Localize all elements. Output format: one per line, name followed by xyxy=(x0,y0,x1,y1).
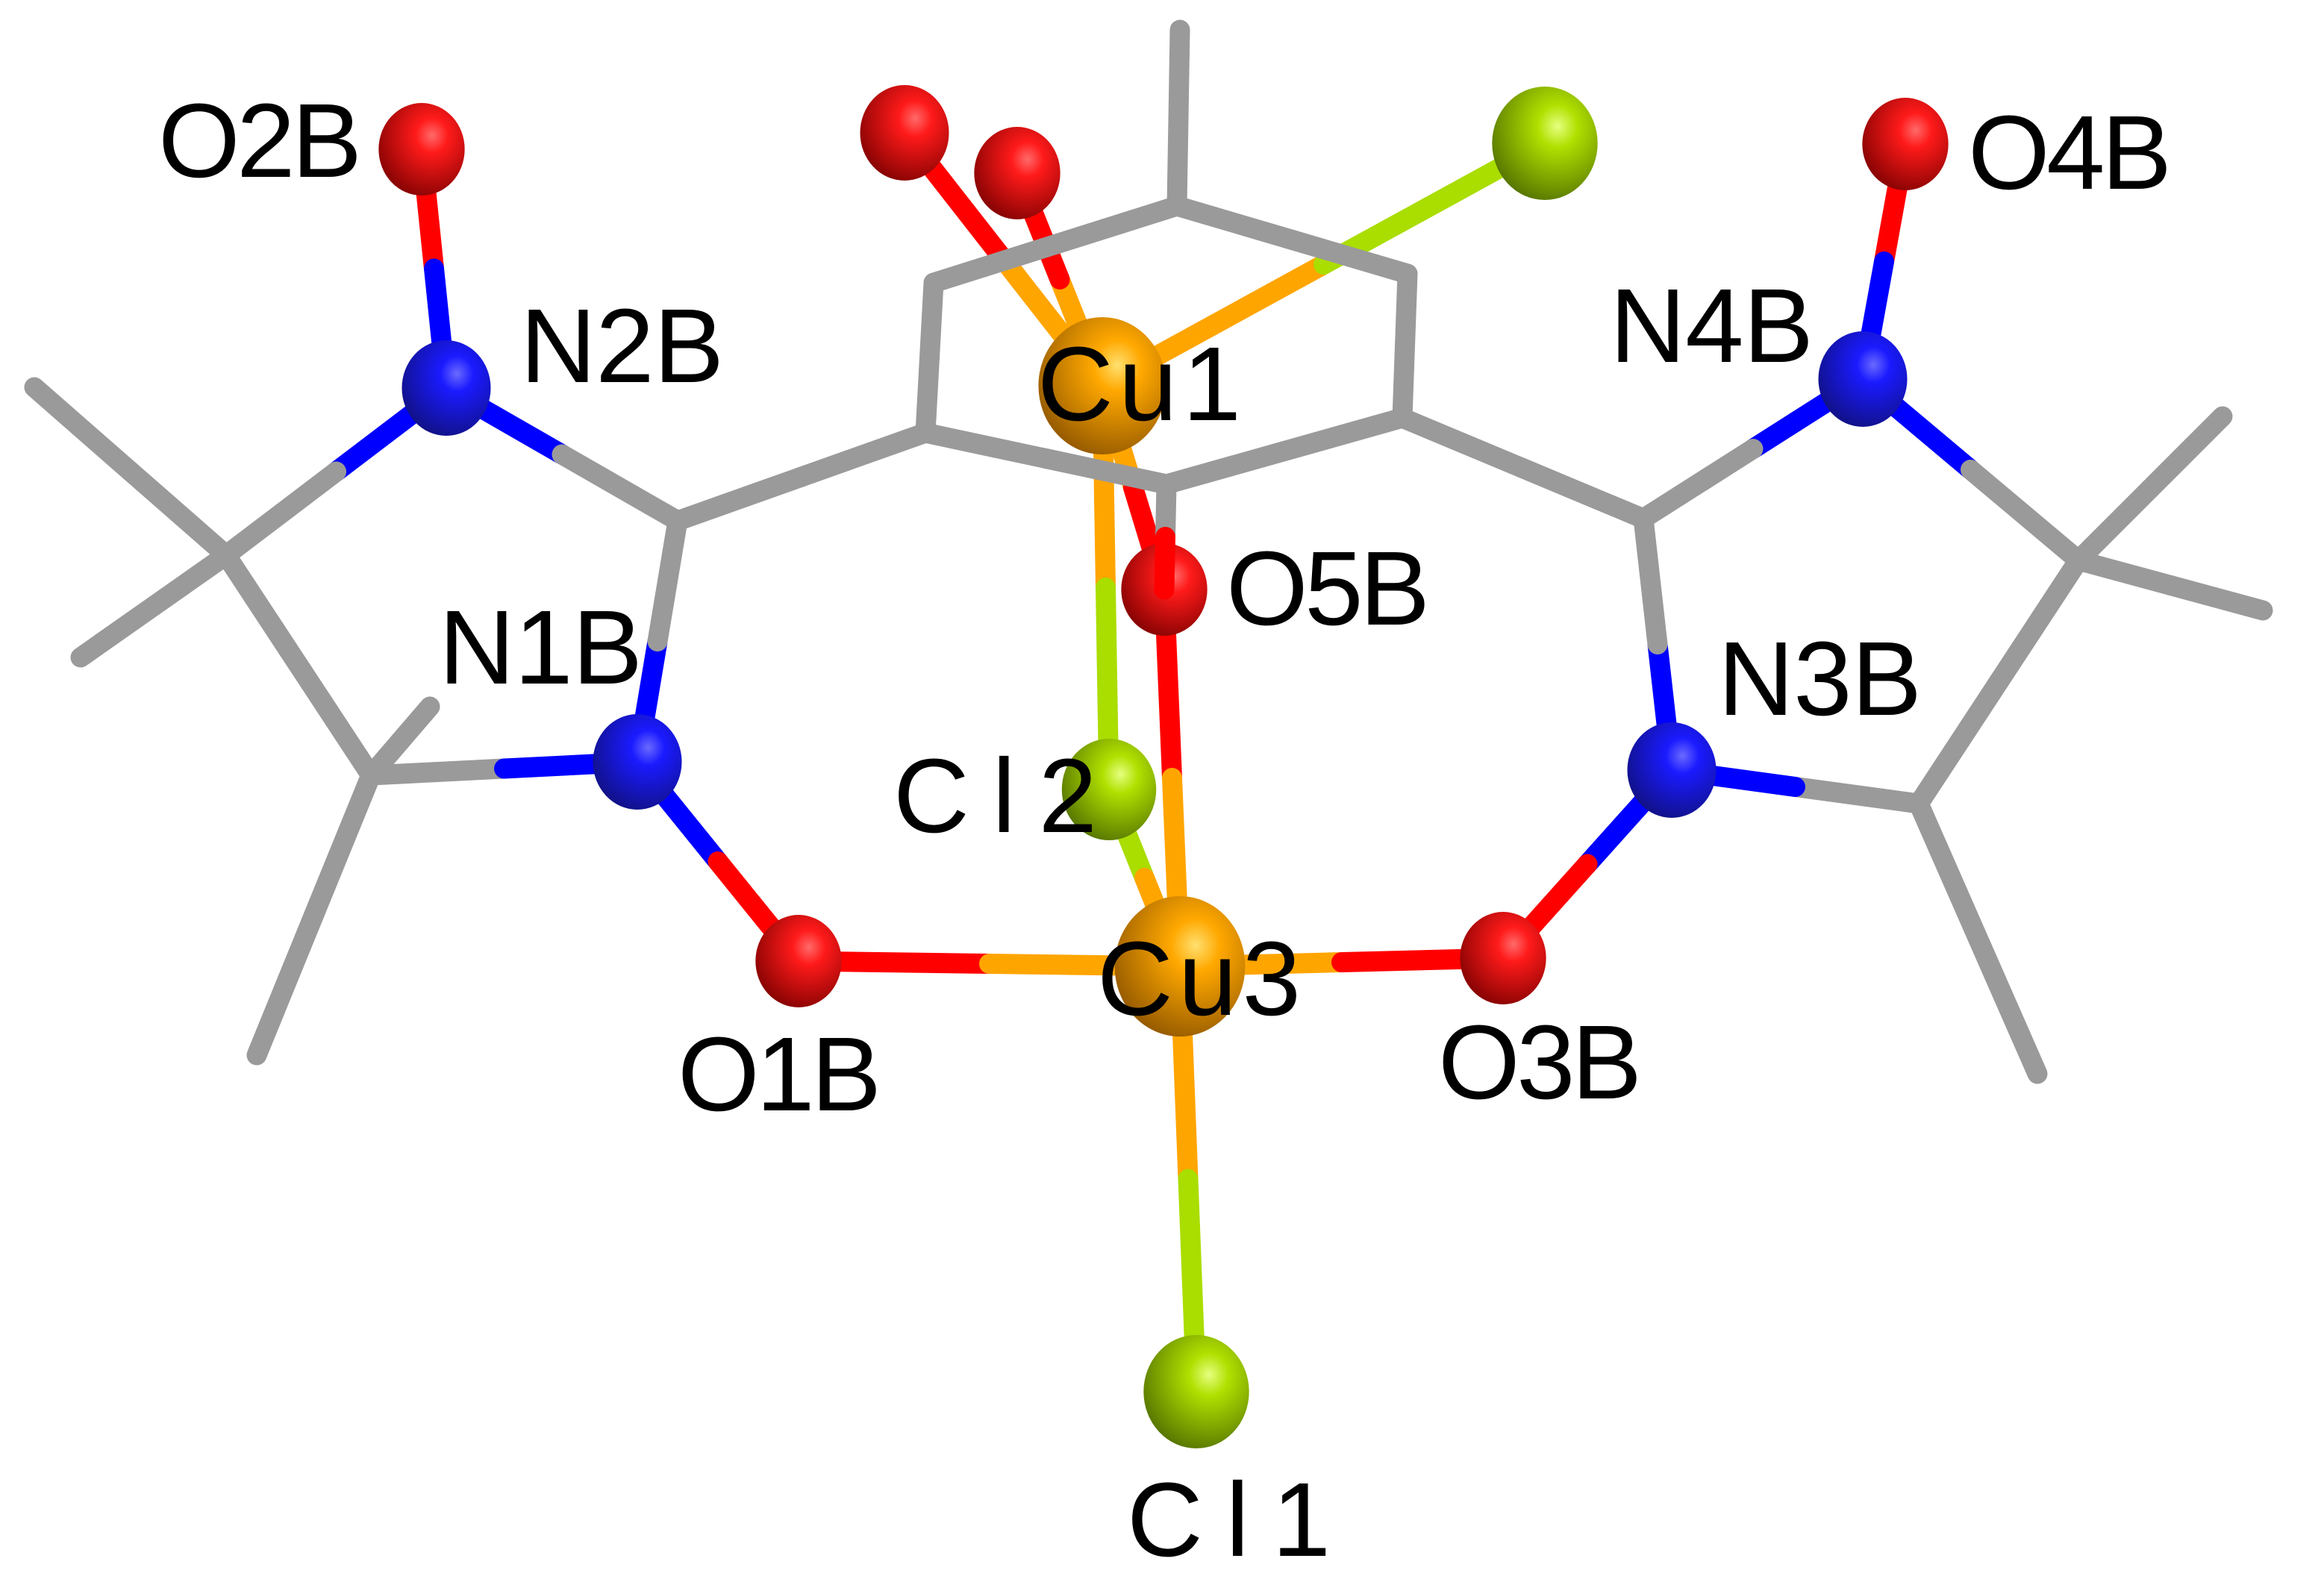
bond-rtop-rtr xyxy=(1166,196,1302,250)
bond-n3b-ca2 xyxy=(1633,508,1668,654)
bond-rtr-rbr xyxy=(1392,336,1415,428)
atom-label-cu3: Cu3 xyxy=(1097,919,1301,1037)
bond-rtr-rbr xyxy=(1395,263,1418,356)
bond-cq2-me2b xyxy=(304,765,381,925)
bond-rbl-rbot xyxy=(1036,448,1177,495)
bond-cq4-n3b xyxy=(1785,777,1929,814)
bond-rbot-rbr xyxy=(1274,407,1413,461)
bond-cq1-me1b xyxy=(70,596,163,668)
bond-n2b-cq1 xyxy=(216,461,346,566)
bond-rbl-rbot xyxy=(915,422,1056,469)
atom-label-n1b: N1B xyxy=(439,588,643,706)
atom-label-o2b: O2B xyxy=(158,81,362,199)
bond-n1b-ca1 xyxy=(647,510,688,651)
bond-ca2-rbr xyxy=(1513,458,1654,529)
bond-cq1-me1a xyxy=(24,377,140,481)
bond-n2b-ca1 xyxy=(552,444,688,531)
bond-rbot-o5b xyxy=(1154,527,1175,600)
bond-cq4-me4 xyxy=(1968,928,2048,1084)
bond-rtop-metop xyxy=(1166,107,1189,216)
atom-cl1 xyxy=(1143,1335,1249,1448)
atom-label-cl2: Cl2 xyxy=(893,737,1097,854)
atoms-layer xyxy=(378,85,1949,1448)
atom-ob xyxy=(974,127,1061,219)
atom-cu3 xyxy=(1114,896,1246,1036)
bond-cq3-me3b xyxy=(2068,550,2181,595)
bond-cq2-n1b xyxy=(360,758,514,786)
bond-ca1-rbl xyxy=(667,466,812,531)
atom-o2b xyxy=(378,103,465,196)
atom-cu1 xyxy=(1038,317,1166,454)
bond-cq4-me4 xyxy=(1908,793,1988,949)
bond-rtl-rtop xyxy=(923,234,1066,293)
bond-n4b-ca2 xyxy=(1633,439,1764,529)
bond-cq2-me2b xyxy=(246,905,324,1066)
bond-cq2-me2a xyxy=(390,696,440,751)
bond-rtop-metop xyxy=(1168,19,1190,128)
bond-rtl-rbl xyxy=(919,272,944,368)
bond-cq1-cq2 xyxy=(288,655,381,786)
atom-o3b xyxy=(1460,912,1546,1004)
atom-n2b xyxy=(402,340,491,436)
atom-n3b xyxy=(1627,722,1717,818)
atom-o4b xyxy=(1862,98,1949,190)
bond-ca1-rbl xyxy=(791,422,936,487)
atom-n1b xyxy=(593,714,682,810)
atom-o1b xyxy=(755,915,842,1007)
atom-label-cu1: Cu1 xyxy=(1037,325,1241,443)
atom-label-n3b: N3B xyxy=(1718,619,1922,737)
bond-cq3-cq4 xyxy=(1908,672,2009,814)
bond-rbot-rbr xyxy=(1156,441,1295,495)
bond-rtl-rbl xyxy=(915,348,940,443)
atom-label-o5b: O5B xyxy=(1226,529,1430,647)
bond-cq3-me3a xyxy=(2140,406,2233,498)
bond-cq3-me3a xyxy=(2068,478,2161,571)
bond-n4b-cq3 xyxy=(1961,460,2089,571)
bond-rtop-rtr xyxy=(1282,230,1418,284)
atom-label-o3b: O3B xyxy=(1438,1003,1642,1121)
bond-ca2-rbr xyxy=(1392,407,1533,478)
atom-label-o4b: O4B xyxy=(1968,93,2172,211)
atom-oa xyxy=(860,85,949,181)
bond-cq1-me1a xyxy=(120,461,237,566)
bond-rtl-rtop xyxy=(1045,196,1187,254)
atom-label-n4b: N4B xyxy=(1610,266,1814,384)
bond-cq3-me3b xyxy=(2161,575,2273,621)
atom-cla xyxy=(1492,87,1598,200)
atom-label-n2b: N2B xyxy=(520,287,724,404)
bond-cq1-me1b xyxy=(143,545,237,616)
bond-cq3-cq4 xyxy=(1988,550,2089,692)
atom-n4b xyxy=(1818,331,1908,427)
atom-cl2 xyxy=(1061,739,1157,840)
atom-label-cl1: Cl1 xyxy=(1127,1460,1331,1576)
bonds-back-layer xyxy=(24,19,2273,1402)
bond-cq1-cq2 xyxy=(216,545,309,675)
bonds-front-layer xyxy=(915,407,1413,600)
atom-label-o1b: O1B xyxy=(678,1015,881,1133)
